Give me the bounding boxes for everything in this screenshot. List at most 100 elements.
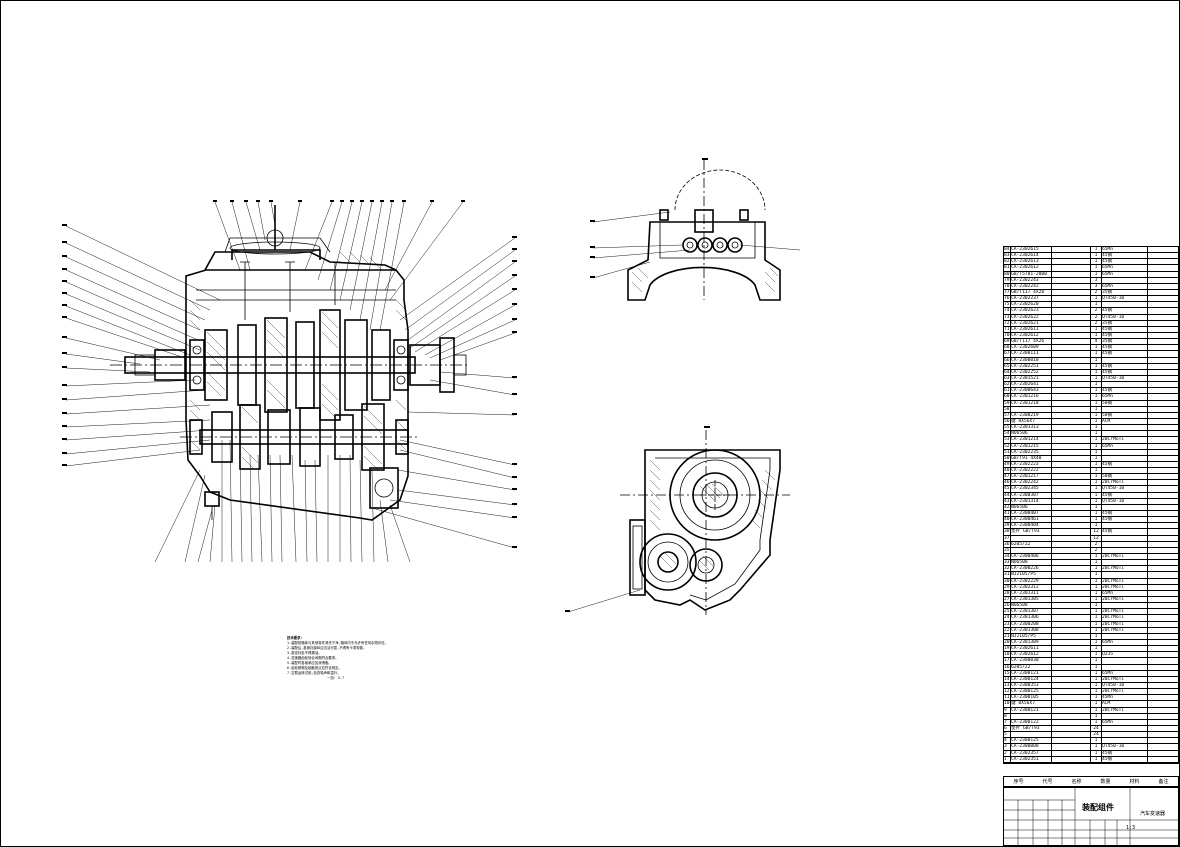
bom-cell: 45钢 xyxy=(1102,369,1148,375)
bom-cell xyxy=(1148,444,1178,449)
bom-cell: 65Mn xyxy=(1102,719,1148,725)
bom-cell xyxy=(1148,566,1178,571)
bom-cell: 3 xyxy=(1091,283,1102,289)
bom-cell xyxy=(1148,462,1178,467)
bom-cell xyxy=(1148,689,1178,694)
bom-cell: 1 xyxy=(1091,646,1102,652)
bom-cell: CA-2300105 xyxy=(1011,695,1052,701)
bom-cell: CA-2300008 xyxy=(1011,744,1052,750)
bom-cell xyxy=(1052,511,1091,517)
bom-cell xyxy=(1052,326,1091,332)
bom-cell: 1 xyxy=(1091,265,1102,271)
bom-cell: 53 xyxy=(1004,437,1011,443)
bom-cell: 35钢 xyxy=(1102,289,1148,296)
bom-cell xyxy=(1052,253,1091,259)
bom-cell xyxy=(1011,535,1052,541)
bom-cell: QT450-10 xyxy=(1102,682,1148,689)
bom-cell: 49 xyxy=(1004,461,1011,468)
bom-cell: 1 xyxy=(1091,406,1102,412)
bom-cell: 4 xyxy=(1004,738,1011,744)
bom-cell xyxy=(1102,277,1148,283)
bom-cell: 1 xyxy=(1091,474,1102,480)
bom-cell xyxy=(1148,744,1178,749)
bom-cell: 20CrMoTi xyxy=(1102,707,1148,713)
bom-cell: CA-2302641 xyxy=(1011,382,1052,388)
bom-cell xyxy=(1148,468,1178,473)
bom-cell: CA-2302222 xyxy=(1011,468,1052,474)
bom-cell xyxy=(1148,585,1178,590)
bom-cell: 1 xyxy=(1091,627,1102,633)
bom-cell: 15 xyxy=(1004,670,1011,676)
bom-cell xyxy=(1148,708,1178,713)
bom-cell: QT450-10 xyxy=(1102,314,1148,320)
bom-cell: CA-2300353 xyxy=(1011,682,1052,689)
bom-cell: 20CrMoTi xyxy=(1102,480,1148,486)
bom-cell xyxy=(1052,345,1091,351)
bom-cell: CA-2301217 xyxy=(1011,474,1052,480)
bom-cell xyxy=(1052,406,1091,412)
bom-cell: CA-2300121 xyxy=(1011,670,1052,676)
bom-cell xyxy=(1102,541,1148,547)
bom-cell: 1 xyxy=(1091,701,1102,707)
bom-cell xyxy=(1052,621,1091,627)
bom-cell xyxy=(1148,364,1178,369)
bom-cell xyxy=(1052,535,1091,541)
bom-cell: 79 xyxy=(1004,277,1011,283)
bom-cell: 59 xyxy=(1004,400,1011,406)
bom-cell xyxy=(1148,419,1178,424)
bom-cell: 16 xyxy=(1004,664,1011,670)
bom-cell: 45钢 xyxy=(1102,461,1148,468)
bom-cell xyxy=(1148,536,1178,541)
bom-cell: 1 xyxy=(1091,357,1102,363)
bom-cell: 1 xyxy=(1091,590,1102,596)
bom-cell: 20CrMoTi xyxy=(1102,609,1148,615)
bom-cell: 1 xyxy=(1091,443,1102,449)
bom-cell: 1 xyxy=(1091,603,1102,609)
bom-cell: 7 xyxy=(1004,719,1011,725)
bom-cell xyxy=(1052,572,1091,578)
note-line: 7.空载运转试验,检查噪声和温升。 xyxy=(287,671,341,675)
bom-cell xyxy=(1052,449,1091,455)
bom-cell: 70 xyxy=(1004,332,1011,339)
bom-cell xyxy=(1052,713,1091,719)
bom-cell: 76 xyxy=(1004,296,1011,302)
bom-cell: 1 xyxy=(1091,676,1102,682)
bom-cell: 11 xyxy=(1004,695,1011,701)
bom-cell: 1 xyxy=(1091,455,1102,461)
bom-cell: 39 xyxy=(1004,523,1011,529)
bom-cell: 30 xyxy=(1004,578,1011,584)
bom-cell: 1 xyxy=(1091,351,1102,357)
bom-cell: 65Mn xyxy=(1102,394,1148,400)
bom-cell xyxy=(1148,579,1178,584)
bom-cell xyxy=(1052,388,1091,394)
bom-cell xyxy=(1148,388,1178,393)
bom-cell xyxy=(1052,283,1091,289)
note-line: 6.齿轮侧隙及接触斑点应符合规定。 xyxy=(287,666,342,670)
bom-cell xyxy=(1052,455,1091,461)
bom-cell xyxy=(1148,333,1178,338)
bom-cell xyxy=(1148,401,1178,406)
bom-cell: ACM xyxy=(1102,701,1148,707)
bom-cell: 84 xyxy=(1004,247,1011,253)
bom-cell: CA-2302611 xyxy=(1011,326,1052,332)
